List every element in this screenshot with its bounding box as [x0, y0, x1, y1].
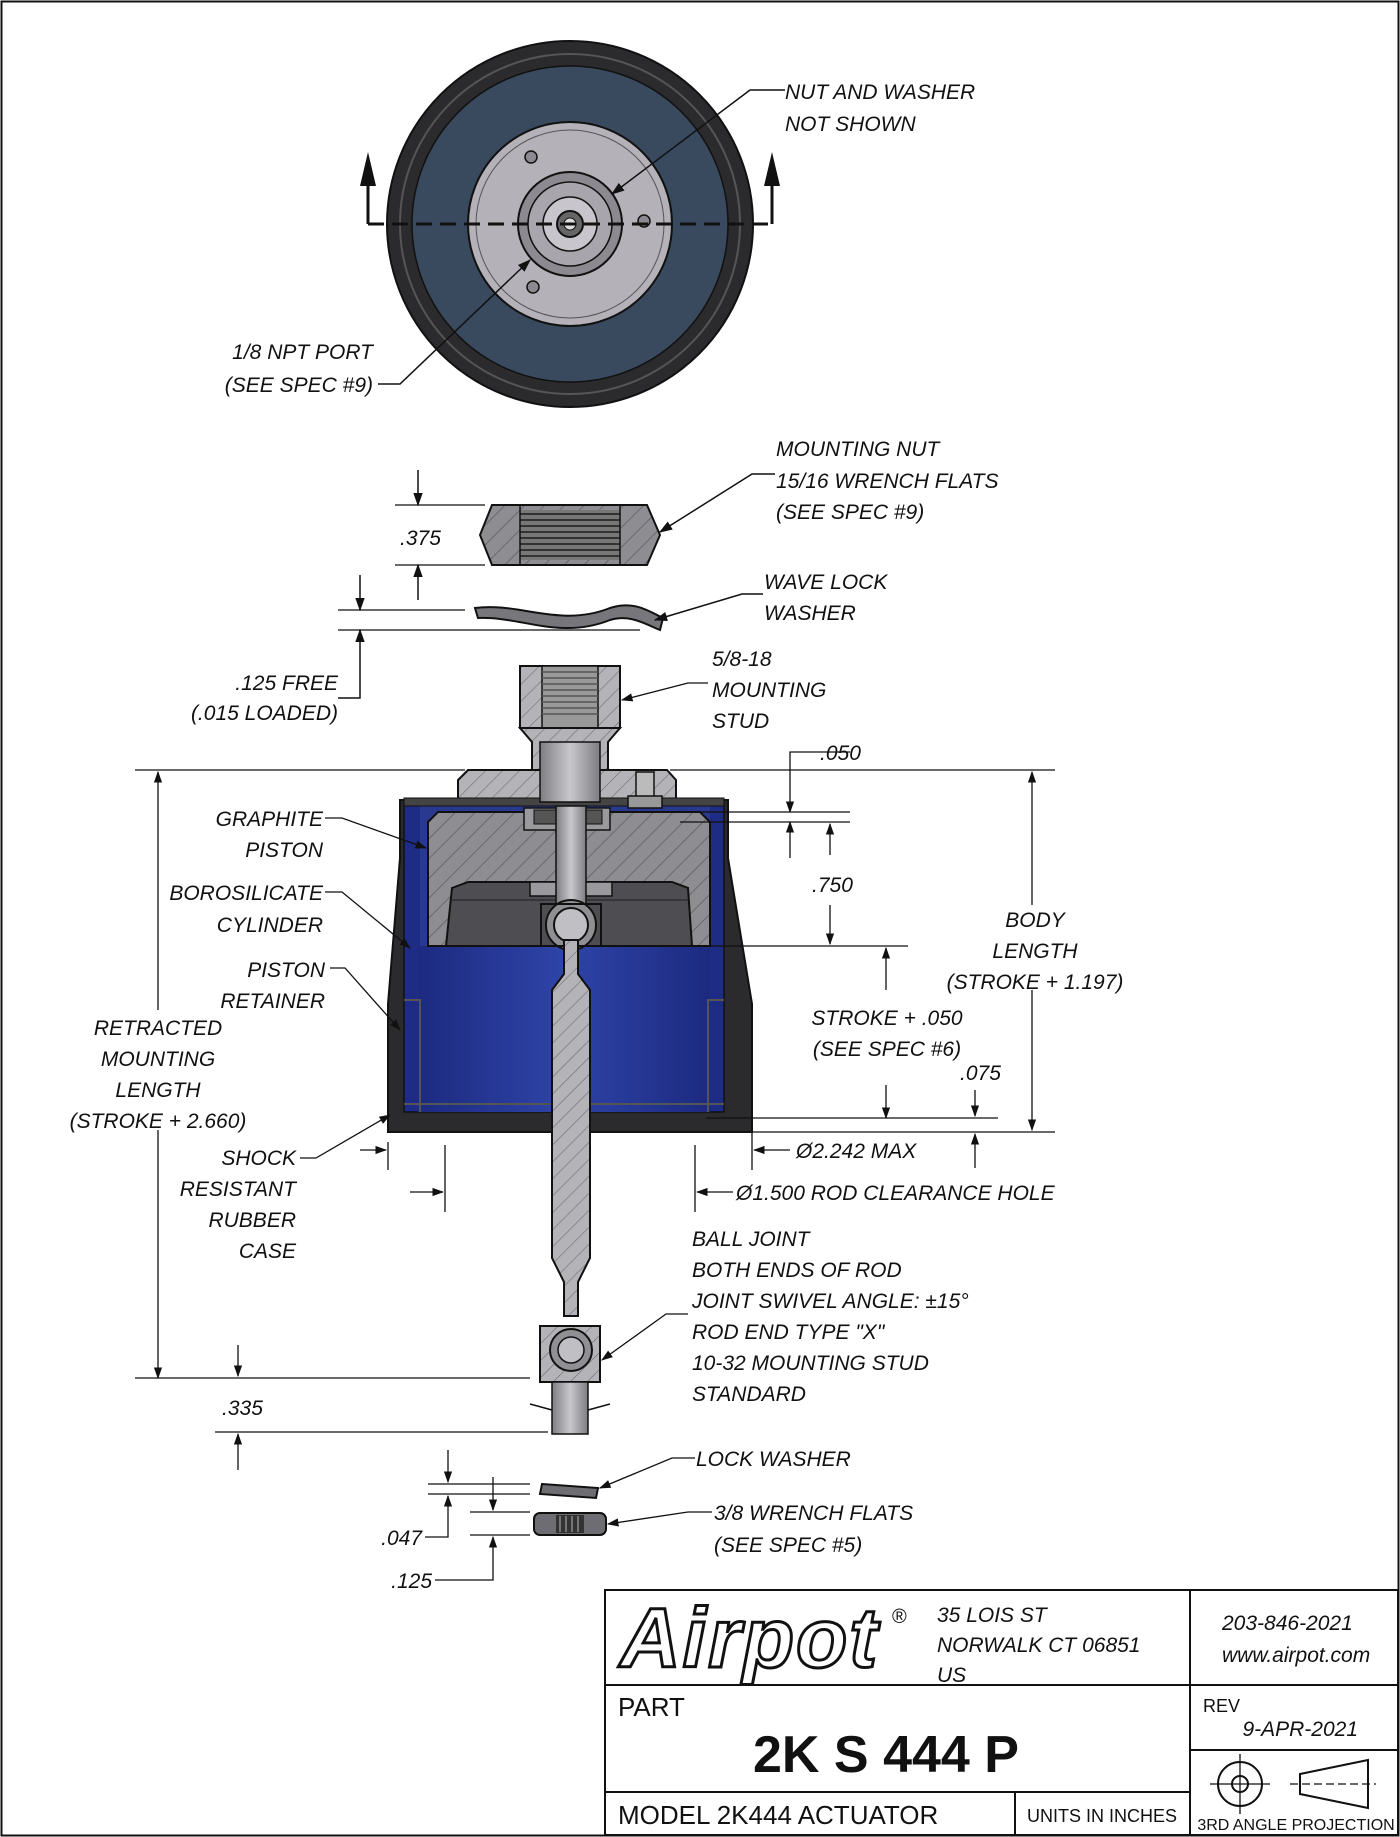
address-line-3: US: [937, 1664, 966, 1687]
shock-label-2: RESISTANT: [180, 1178, 298, 1201]
dim-125-free-1: .125 FREE: [235, 672, 339, 695]
nut-washer-label-1: NUT AND WASHER: [785, 81, 975, 104]
stud-label-1: 5/8-18: [712, 648, 772, 671]
borosilicate-label-1: BOROSILICATE: [169, 882, 324, 905]
retracted-label-3: LENGTH: [115, 1079, 201, 1102]
body-length-label-2: LENGTH: [992, 940, 1078, 963]
shock-label-3: RUBBER: [208, 1209, 296, 1232]
mounting-nut-label-2: 15/16 WRENCH FLATS: [776, 470, 999, 493]
ball-joint-label-6: STANDARD: [692, 1383, 806, 1406]
mounting-nut-label-3: (SEE SPEC #9): [776, 501, 924, 524]
wave-lock-label-1: WAVE LOCK: [764, 571, 888, 594]
ball-joint-label-2: BOTH ENDS OF ROD: [692, 1259, 902, 1282]
part-label: PART: [618, 1692, 685, 1722]
nut-washer-label-2: NOT SHOWN: [785, 113, 916, 136]
stroke-label-1: STROKE + .050: [811, 1007, 962, 1030]
borosilicate-label-2: CYLINDER: [217, 914, 323, 937]
address-line-1: 35 LOIS ST: [937, 1604, 1049, 1627]
retainer-label-1: PISTON: [247, 959, 326, 982]
body-length-label-1: BODY: [1005, 909, 1067, 932]
dim-375: .375: [400, 527, 441, 550]
mounting-nut: [395, 470, 775, 600]
wave-lock-label-2: WASHER: [764, 602, 856, 625]
npt-port-label-2: (SEE SPEC #9): [225, 374, 373, 397]
brand-logo: Airpot: [618, 1591, 880, 1685]
dim-047: .047: [381, 1527, 423, 1550]
ball-joint-label-5: 10-32 MOUNTING STUD: [692, 1352, 929, 1375]
stroke-label-2: (SEE SPEC #6): [813, 1038, 961, 1061]
retracted-label-2: MOUNTING: [101, 1048, 215, 1071]
body-length-label-3: (STROKE + 1.197): [947, 971, 1124, 994]
retracted-label-1: RETRACTED: [94, 1017, 222, 1040]
mounting-nut-label-1: MOUNTING NUT: [776, 438, 941, 461]
lock-washer-label: LOCK WASHER: [696, 1448, 851, 1471]
graphite-label-1: GRAPHITE: [216, 808, 324, 831]
dia-1500: Ø1.500 ROD CLEARANCE HOLE: [735, 1182, 1056, 1205]
retracted-label-4: (STROKE + 2.660): [70, 1110, 247, 1133]
wrench-38-label-1: 3/8 WRENCH FLATS: [714, 1502, 913, 1525]
npt-port-label-1: 1/8 NPT PORT: [232, 341, 375, 364]
shock-label-4: CASE: [239, 1240, 297, 1263]
registered-mark: ®: [892, 1606, 907, 1628]
main-dimensions: [135, 682, 1055, 1470]
rev-label: REV: [1203, 1696, 1240, 1716]
part-number: 2K S 444 P: [753, 1726, 1019, 1784]
wrench-38-label-2: (SEE SPEC #5): [714, 1534, 862, 1557]
dim-125-free-2: (.015 LOADED): [191, 702, 338, 725]
wave-lock-washer: [338, 575, 763, 699]
projection-label: 3RD ANGLE PROJECTION: [1197, 1817, 1394, 1834]
dim-335: .335: [222, 1397, 263, 1420]
shock-label-1: SHOCK: [221, 1147, 297, 1170]
stud-label-3: STUD: [712, 710, 769, 733]
title-block: [604, 1589, 1399, 1836]
graphite-label-2: PISTON: [245, 839, 324, 862]
rev-date: 9-APR-2021: [1242, 1718, 1358, 1741]
small-hardware: [425, 1450, 712, 1581]
stud-label-2: MOUNTING: [712, 679, 826, 702]
ball-joint-label-3: JOINT SWIVEL ANGLE: ±15°: [691, 1290, 969, 1313]
phone: 203-846-2021: [1221, 1612, 1353, 1635]
dia-2242: Ø2.242 MAX: [795, 1140, 917, 1163]
ball-joint-label-1: BALL JOINT: [692, 1228, 812, 1251]
actuator-section: [387, 665, 753, 1435]
website: www.airpot.com: [1222, 1644, 1370, 1667]
address-line-2: NORWALK CT 06851: [937, 1634, 1140, 1657]
dim-050: .050: [820, 742, 861, 765]
ball-joint-label-4: ROD END TYPE "X": [692, 1321, 886, 1344]
retainer-label-2: RETAINER: [220, 990, 325, 1013]
dim-750: .750: [812, 874, 853, 897]
top-view: [360, 40, 785, 408]
dim-125: .125: [391, 1570, 432, 1593]
dim-075: .075: [960, 1062, 1001, 1085]
units: UNITS IN INCHES: [1027, 1806, 1177, 1826]
model-name: MODEL 2K444 ACTUATOR: [618, 1800, 938, 1830]
